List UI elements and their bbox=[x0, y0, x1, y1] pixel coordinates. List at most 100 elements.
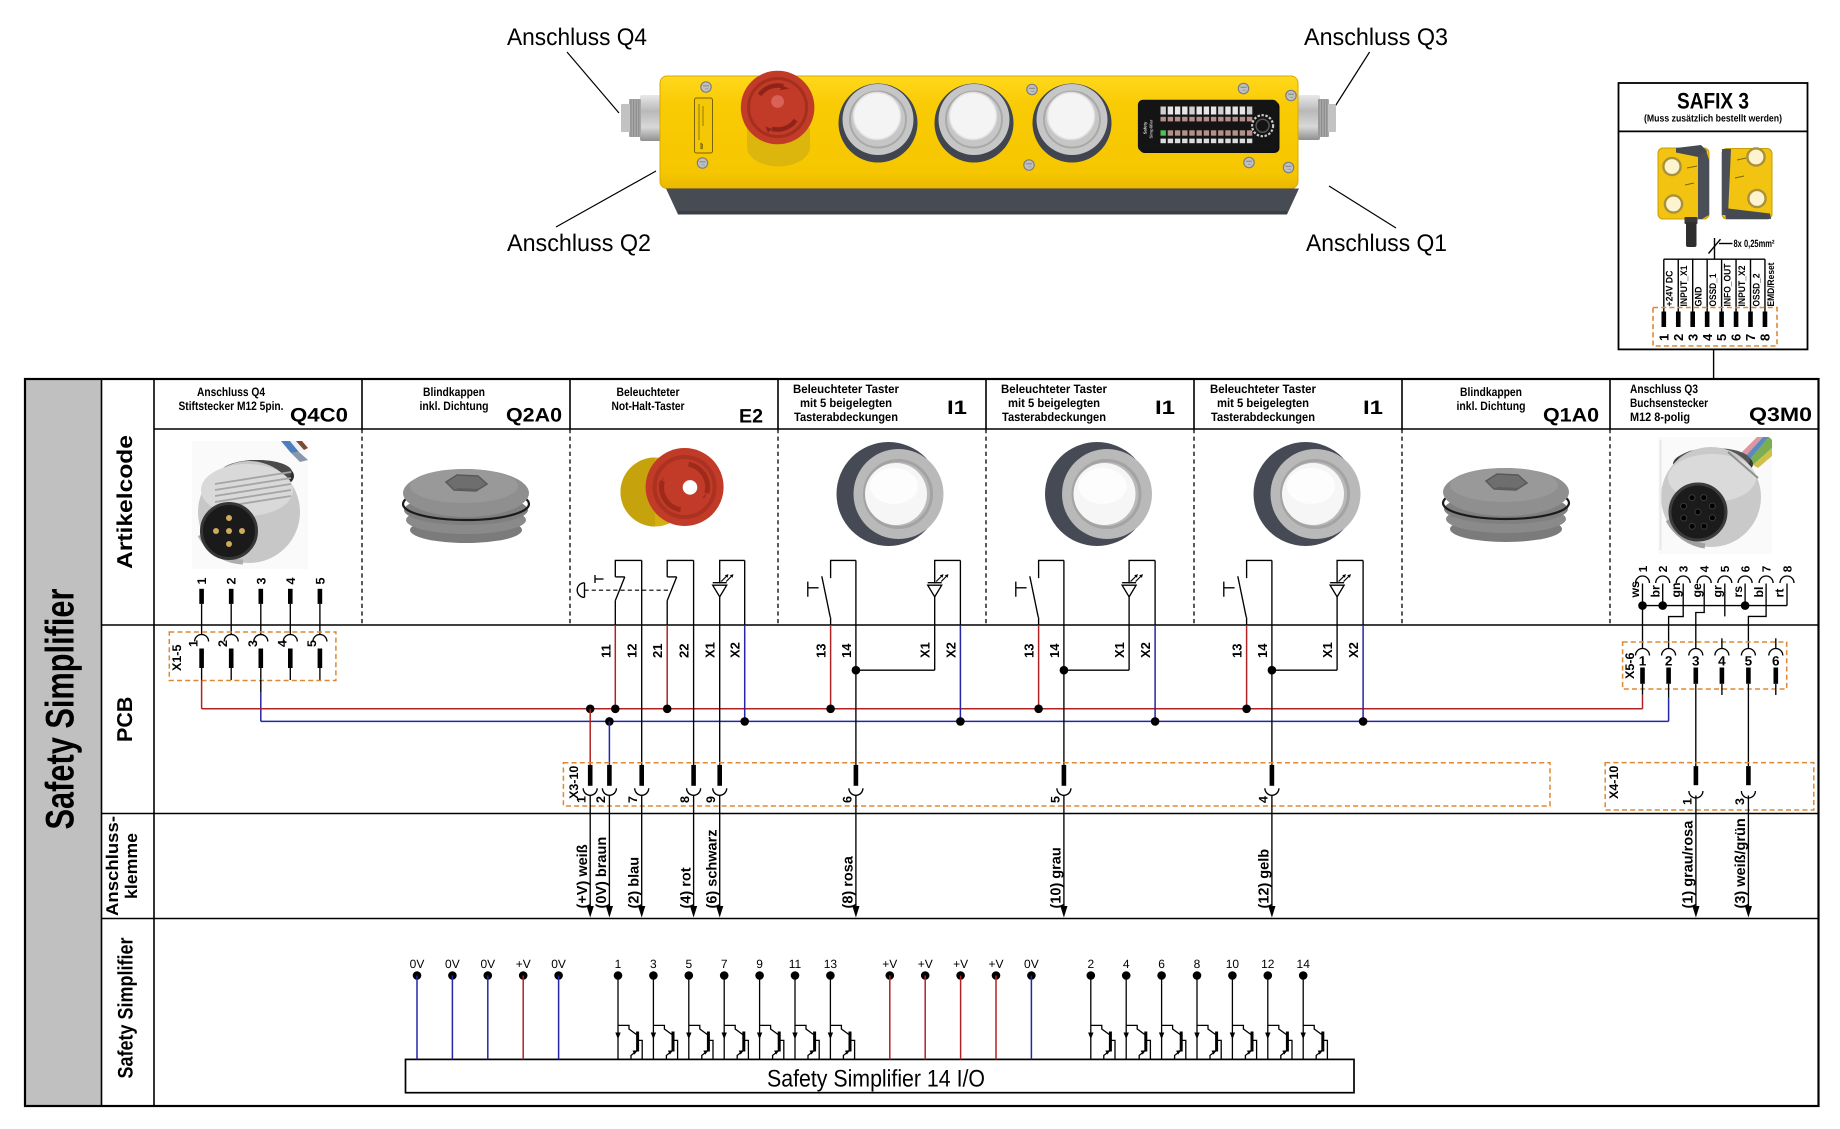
svg-text:OSSD_1: OSSD_1 bbox=[1708, 273, 1719, 307]
svg-text:Q4C0: Q4C0 bbox=[290, 405, 348, 427]
svg-text:GND: GND bbox=[1694, 286, 1705, 306]
svg-text:M12 8-polig: M12 8-polig bbox=[1630, 410, 1690, 424]
svg-text:0V: 0V bbox=[551, 957, 566, 971]
svg-text:X2: X2 bbox=[728, 642, 743, 658]
svg-text:(3) weiß/grün: (3) weiß/grün bbox=[1733, 818, 1749, 908]
svg-text:7: 7 bbox=[721, 957, 728, 971]
svg-text:8: 8 bbox=[1194, 957, 1201, 971]
svg-text:5: 5 bbox=[1048, 796, 1062, 803]
svg-text:X1-5: X1-5 bbox=[170, 645, 184, 671]
svg-text:2: 2 bbox=[1087, 957, 1094, 971]
svg-text:4: 4 bbox=[284, 578, 298, 585]
svg-text:1: 1 bbox=[1680, 798, 1694, 805]
svg-text:Tasterabdeckungen: Tasterabdeckungen bbox=[1211, 410, 1315, 424]
svg-text:(1) grau/rosa: (1) grau/rosa bbox=[1681, 820, 1697, 909]
svg-text:(6) schwarz: (6) schwarz bbox=[705, 830, 721, 909]
svg-text:Anschluss-: Anschluss- bbox=[103, 816, 122, 916]
svg-text:X1: X1 bbox=[918, 642, 933, 658]
svg-text:+V: +V bbox=[988, 957, 1003, 971]
svg-text:klemme: klemme bbox=[122, 833, 141, 899]
svg-text:5: 5 bbox=[1714, 334, 1729, 341]
svg-text:(Muss zusätzlich bestellt werd: (Muss zusätzlich bestellt werden) bbox=[1644, 114, 1782, 125]
svg-text:(4) rot: (4) rot bbox=[678, 867, 694, 908]
svg-text:Anschluss Q2: Anschluss Q2 bbox=[507, 230, 651, 257]
svg-text:Safety Simplifier: Safety Simplifier bbox=[38, 589, 82, 830]
svg-text:Safety Simplifier 14 I/O: Safety Simplifier 14 I/O bbox=[767, 1066, 985, 1093]
svg-text:3: 3 bbox=[650, 957, 657, 971]
svg-text:inkl. Dichtung: inkl. Dichtung bbox=[1457, 399, 1526, 413]
svg-text:X1: X1 bbox=[703, 642, 718, 658]
svg-text:Blindkappen: Blindkappen bbox=[1460, 385, 1522, 399]
svg-text:I1: I1 bbox=[1363, 397, 1383, 419]
svg-text:1: 1 bbox=[615, 957, 622, 971]
svg-text:1: 1 bbox=[1636, 565, 1650, 572]
svg-text:SAFIX 3: SAFIX 3 bbox=[1677, 89, 1749, 114]
svg-text:Buchsenstecker: Buchsenstecker bbox=[1630, 396, 1708, 410]
svg-text:14: 14 bbox=[1297, 957, 1311, 971]
svg-text:0V: 0V bbox=[1024, 957, 1039, 971]
svg-text:1: 1 bbox=[575, 796, 589, 803]
svg-text:INPUT_X2: INPUT_X2 bbox=[1737, 266, 1748, 307]
svg-text:rt: rt bbox=[1773, 589, 1787, 598]
svg-text:0V: 0V bbox=[480, 957, 495, 971]
svg-text:X2: X2 bbox=[1138, 642, 1153, 658]
svg-text:Blindkappen: Blindkappen bbox=[423, 385, 485, 399]
svg-text:12: 12 bbox=[1261, 957, 1275, 971]
svg-text:5: 5 bbox=[313, 578, 327, 585]
svg-text:8: 8 bbox=[678, 796, 692, 803]
svg-text:ge: ge bbox=[1690, 583, 1704, 598]
svg-text:8: 8 bbox=[1780, 565, 1794, 572]
svg-text:3: 3 bbox=[1677, 565, 1691, 572]
svg-text:Beleuchteter: Beleuchteter bbox=[617, 385, 680, 399]
svg-text:4: 4 bbox=[1123, 957, 1130, 971]
svg-text:(10) grau: (10) grau bbox=[1049, 847, 1065, 908]
svg-text:7: 7 bbox=[1759, 565, 1773, 572]
svg-text:0V: 0V bbox=[410, 957, 425, 971]
svg-text:4: 4 bbox=[1700, 333, 1715, 341]
svg-text:Anschluss Q4: Anschluss Q4 bbox=[507, 24, 647, 51]
svg-text:+V: +V bbox=[882, 957, 897, 971]
svg-text:1: 1 bbox=[1639, 654, 1647, 669]
svg-text:I1: I1 bbox=[947, 397, 967, 419]
svg-text:7: 7 bbox=[1743, 334, 1758, 341]
svg-text:mit 5 beigelegten: mit 5 beigelegten bbox=[1217, 396, 1309, 410]
svg-text:rs: rs bbox=[1731, 586, 1745, 598]
svg-text:3: 3 bbox=[254, 578, 268, 585]
svg-text:4: 4 bbox=[1256, 796, 1270, 803]
svg-text:+V: +V bbox=[953, 957, 968, 971]
svg-text:5: 5 bbox=[305, 640, 319, 647]
svg-text:6: 6 bbox=[840, 796, 854, 803]
svg-text:4: 4 bbox=[1718, 654, 1726, 669]
svg-text:X2: X2 bbox=[943, 642, 958, 658]
svg-text:+24V DC: +24V DC bbox=[1665, 270, 1676, 306]
svg-text:EMD/Reset: EMD/Reset bbox=[1766, 262, 1777, 307]
svg-text:gn: gn bbox=[1669, 582, 1683, 597]
svg-text:6: 6 bbox=[1158, 957, 1165, 971]
svg-text:3: 3 bbox=[1692, 654, 1700, 669]
svg-text:14: 14 bbox=[1255, 643, 1270, 658]
svg-text:13: 13 bbox=[1230, 644, 1245, 658]
svg-text:14: 14 bbox=[839, 643, 854, 658]
svg-text:13: 13 bbox=[814, 644, 829, 658]
svg-text:Q2A0: Q2A0 bbox=[506, 405, 562, 427]
svg-text:X4-10: X4-10 bbox=[1607, 766, 1621, 799]
svg-text:(12) gelb: (12) gelb bbox=[1257, 849, 1273, 909]
svg-text:mit 5 beigelegten: mit 5 beigelegten bbox=[800, 396, 892, 410]
svg-text:14: 14 bbox=[1047, 643, 1062, 658]
svg-text:X1: X1 bbox=[1112, 642, 1127, 658]
svg-text:Anschluss Q4: Anschluss Q4 bbox=[197, 385, 265, 399]
svg-text:I1: I1 bbox=[1155, 397, 1175, 419]
svg-text:PCB: PCB bbox=[113, 697, 137, 742]
svg-text:5: 5 bbox=[1718, 565, 1732, 572]
svg-text:1: 1 bbox=[195, 578, 209, 585]
svg-text:4: 4 bbox=[275, 640, 289, 647]
svg-text:2: 2 bbox=[594, 796, 608, 803]
svg-text:+V: +V bbox=[516, 957, 531, 971]
svg-text:Anschluss Q3: Anschluss Q3 bbox=[1304, 24, 1448, 51]
svg-text:INFO_OUT: INFO_OUT bbox=[1722, 263, 1733, 306]
svg-text:Safety Simplifier: Safety Simplifier bbox=[115, 938, 138, 1079]
svg-text:(0V) braun: (0V) braun bbox=[594, 837, 610, 909]
svg-text:E2: E2 bbox=[739, 406, 763, 428]
svg-text:1: 1 bbox=[187, 640, 201, 647]
svg-text:2: 2 bbox=[1671, 334, 1686, 341]
